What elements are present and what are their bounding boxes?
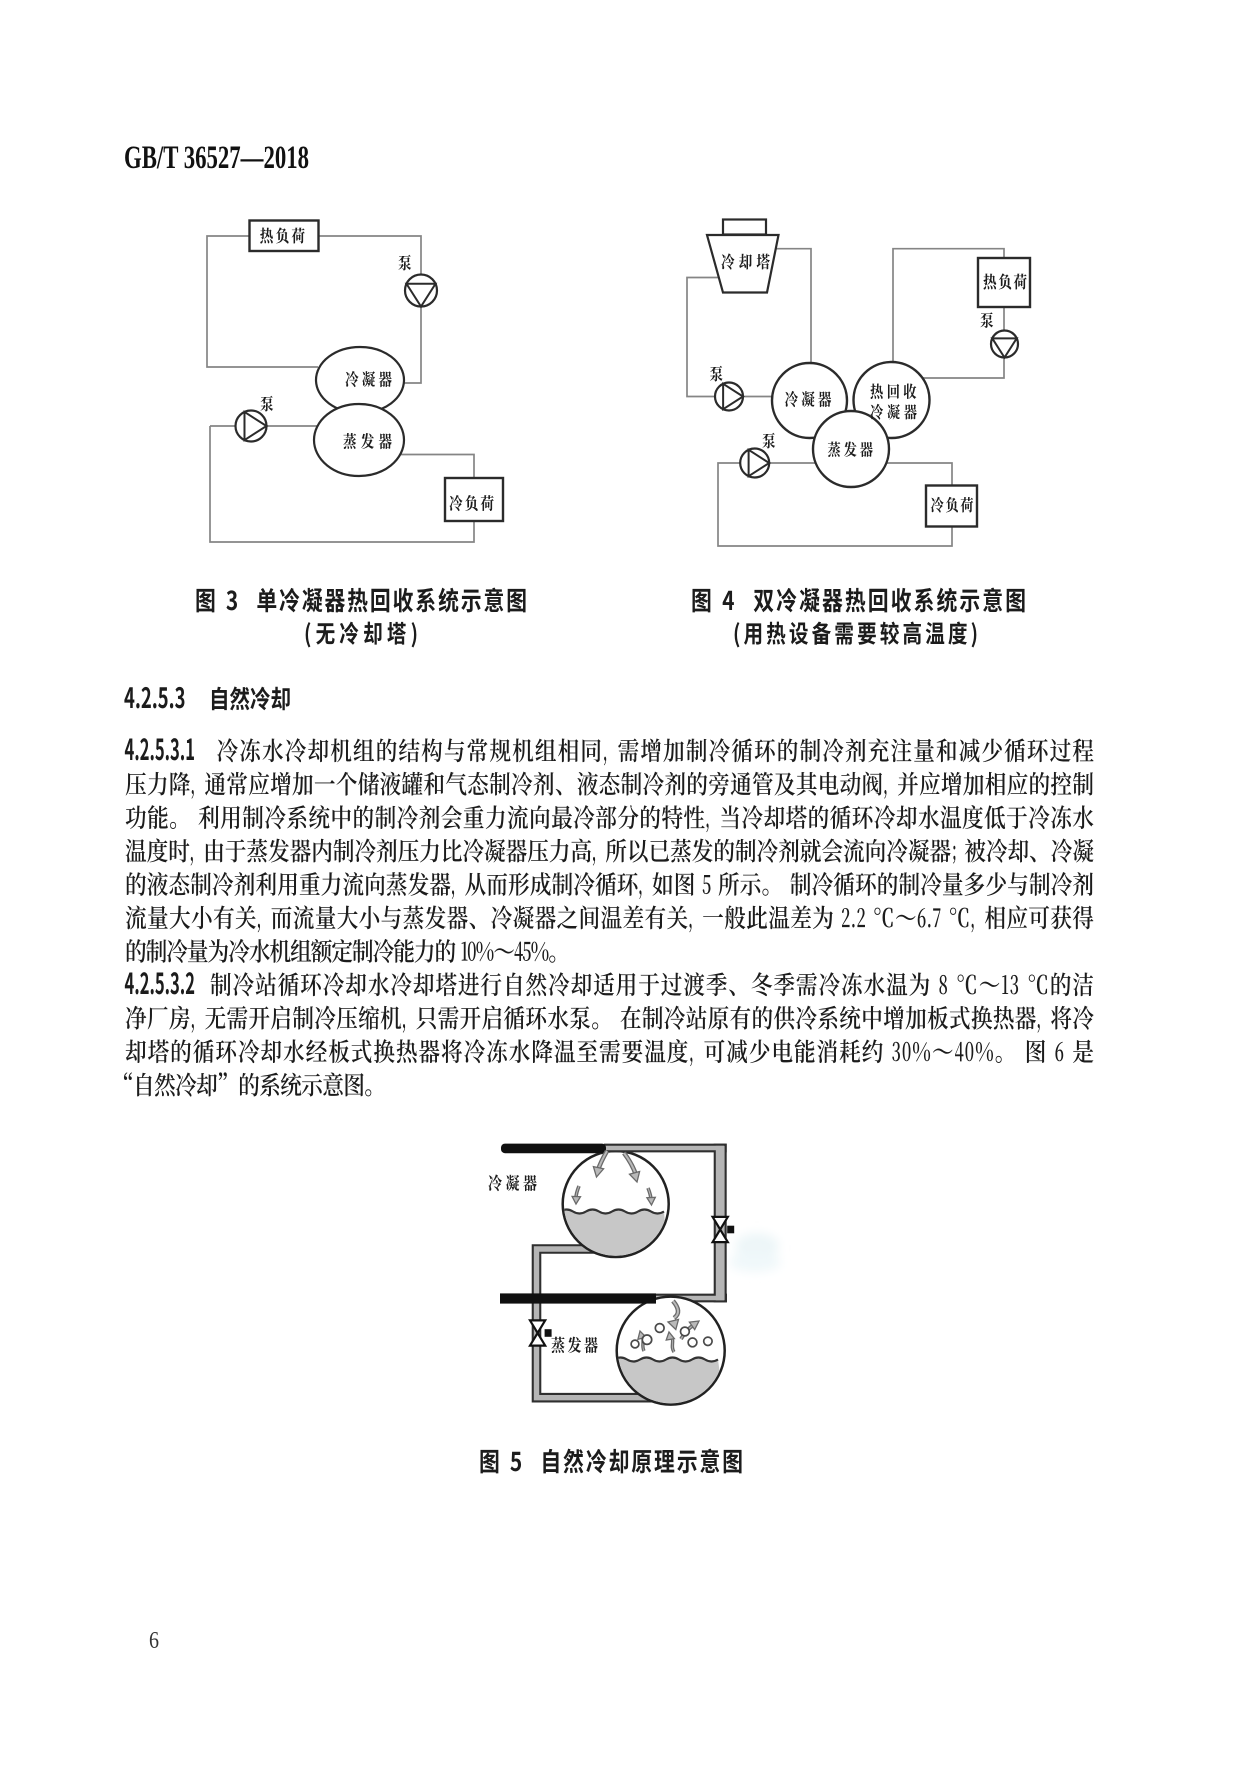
svg-text:GB/T 36527—2018: GB/T 36527—2018 [124,140,309,176]
svg-text:6: 6 [149,1628,159,1654]
